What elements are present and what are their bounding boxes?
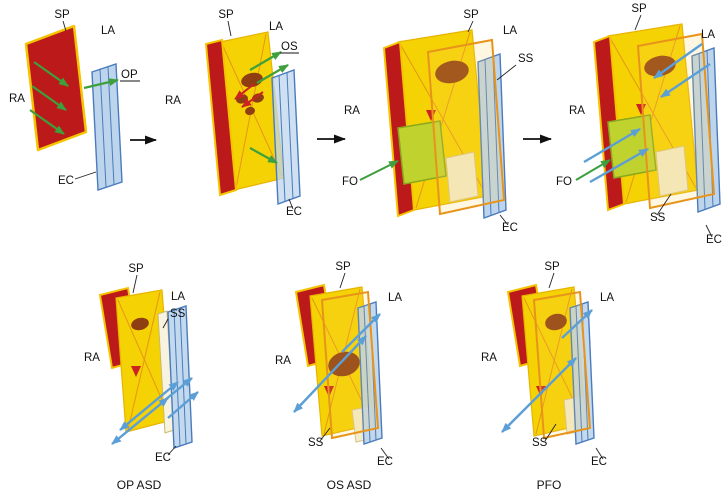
panel-op-asd: SP LA SS RA EC OP ASD (84, 263, 199, 492)
label-la: LA (269, 21, 283, 33)
septum-secundum-outline (636, 32, 716, 210)
label-sp: SP (218, 9, 234, 21)
label-ec: EC (58, 175, 74, 187)
ec-pointer-line (167, 445, 177, 456)
panel-pfo: SP LA RA SS EC PFO (481, 261, 614, 492)
label-ec: EC (502, 222, 518, 234)
caption-pfo: PFO (537, 478, 562, 492)
septum-edge-red (204, 38, 238, 197)
label-sp: SP (128, 263, 144, 275)
ec-pointer-line (595, 447, 604, 460)
ec-stripes (173, 307, 187, 447)
ec-pointer-line (499, 214, 509, 226)
label-la: LA (171, 291, 185, 303)
label-ec: EC (155, 452, 171, 464)
shunt-blue-arrows (293, 313, 381, 413)
label-ec: EC (286, 206, 302, 218)
ec-stripes (99, 66, 115, 188)
ec-stripes (278, 72, 294, 202)
panel-stage4: SP LA RA FO SS EC (556, 3, 722, 246)
sp-pointer-line (62, 20, 67, 32)
label-la: LA (101, 25, 115, 37)
ostium-secundum-opening (435, 60, 469, 84)
label-fo: FO (556, 176, 572, 188)
fo-pointer-arrow (359, 160, 399, 181)
panel-stage2: SP LA OS RA EC (165, 9, 302, 218)
label-ra: RA (344, 105, 360, 117)
sp-pointer-line (339, 272, 346, 289)
sp-pointer-line (227, 20, 232, 37)
label-ss: SS (650, 212, 666, 224)
label-ss: SS (170, 308, 186, 320)
ostium-secundum-opening (131, 317, 149, 331)
septum-growth-red-arrows (234, 83, 264, 108)
label-sp: SP (544, 261, 560, 273)
panel-stage3: SP LA SS RA FO EC (342, 9, 534, 234)
septal-flap (655, 145, 689, 197)
ec-pointer-line (74, 171, 97, 180)
ss-pointer-line (496, 64, 517, 81)
label-ra: RA (275, 355, 291, 367)
label-ra: RA (84, 352, 100, 364)
label-la: LA (503, 25, 517, 37)
sp-pointer-line (548, 272, 555, 289)
ec-stripes (484, 56, 500, 216)
blood-flow-blue-arrows (583, 43, 711, 184)
caption-os-asd: OS ASD (327, 478, 372, 492)
ss-pointer-line (656, 193, 672, 216)
septum-secundum-outline (532, 290, 592, 440)
septum-secundum-outline (320, 290, 380, 440)
label-ra: RA (569, 105, 585, 117)
label-ec: EC (706, 234, 722, 246)
ss-pointer-line (162, 318, 169, 329)
fo-pointer-arrow (575, 159, 611, 181)
label-ec: EC (377, 456, 393, 468)
ec-pointer-line (288, 198, 294, 210)
septal-flap (445, 151, 479, 203)
ostium-secundum-opening (545, 313, 567, 331)
ss-pointer-line (544, 423, 557, 442)
endocardial-cushion-bar (271, 69, 301, 205)
label-ra: RA (165, 95, 181, 107)
ec-pointer-line (380, 447, 390, 460)
panel-os-asd: SP LA RA SS EC OS ASD (275, 261, 402, 492)
blood-flow-green-arrows (29, 61, 69, 135)
septum-secundum-outline (426, 38, 506, 216)
ostium-primum-flow-arrow (83, 78, 119, 90)
endocardial-cushion-bar (91, 63, 123, 191)
label-ra: RA (9, 93, 25, 105)
label-sp: SP (54, 9, 70, 21)
label-sp: SP (631, 3, 647, 15)
ostium-secundum-opening (644, 55, 676, 77)
caption-op-asd: OP ASD (117, 478, 162, 492)
label-la: LA (701, 29, 715, 41)
label-la: LA (388, 292, 402, 304)
label-os: OS (281, 41, 298, 53)
label-ss: SS (518, 53, 534, 65)
red-marker-triangle (131, 366, 141, 377)
label-ra: RA (481, 352, 497, 364)
label-ss: SS (308, 437, 324, 449)
label-ss: SS (532, 437, 548, 449)
shunt-blue-arrows (111, 377, 199, 445)
label-la: LA (600, 292, 614, 304)
label-sp: SP (463, 9, 479, 21)
label-fo: FO (342, 176, 358, 188)
ec-pointer-line (705, 224, 713, 238)
label-op: OP (121, 69, 138, 81)
ss-pointer-line (319, 427, 331, 442)
sp-pointer-line (132, 274, 138, 294)
sp-pointer-line (634, 14, 642, 31)
blood-flow-green-arrows (249, 51, 289, 164)
shunt-blue-arrows (501, 309, 593, 433)
label-sp: SP (335, 261, 351, 273)
panel-stage1: SP LA RA OP EC (9, 9, 140, 191)
sp-pointer-line (467, 20, 474, 33)
label-ec: EC (591, 456, 607, 468)
